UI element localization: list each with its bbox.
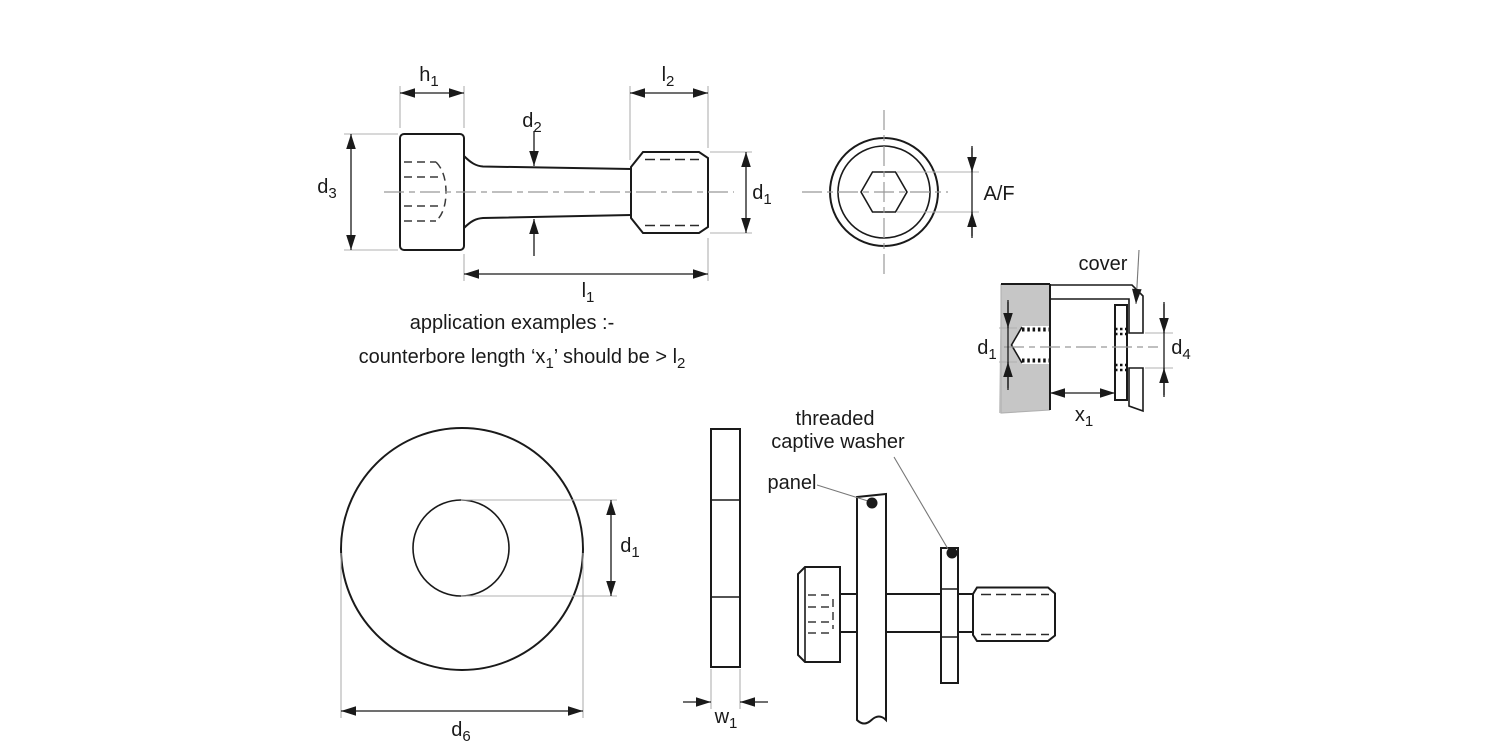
panel-section [856, 492, 887, 725]
hex-socket-outline [860, 171, 908, 213]
panel-callout-label: panel [768, 472, 817, 494]
tapped-hole-fill [1011, 326, 1050, 364]
washer-leader-line [893, 456, 949, 550]
assembled-washer-outline [940, 547, 959, 684]
cover-callout-label: cover [1079, 253, 1128, 275]
washer-side-outline [710, 428, 741, 668]
screw-side-view [384, 133, 734, 251]
shank-bottom-line [463, 214, 632, 229]
drill-point [1010, 326, 1023, 364]
l1-dimension-label: l1 [582, 280, 595, 306]
d3-dimension-label: d3 [317, 176, 336, 202]
d4-dimension-label: d4 [1171, 337, 1190, 363]
panel-leader-line [816, 484, 869, 502]
chassis-break-edge [1000, 284, 1051, 414]
d2-dimension-label: d2 [522, 110, 541, 136]
application-examples-note: application examples :- [410, 312, 615, 334]
d6-dimension-label: d6 [451, 719, 470, 745]
d1-detail-label: d1 [977, 337, 996, 363]
threaded-washer-callout-line2: captive washer [771, 431, 905, 453]
d1-dimension-label: d1 [752, 182, 771, 208]
washer-section-outline [1114, 304, 1128, 401]
w1-dimension-label: w1 [714, 706, 738, 732]
af-dimension-label: A/F [983, 183, 1014, 205]
head-end-view: A/F [802, 110, 1015, 276]
l2-dimension-label: l2 [662, 64, 675, 90]
cover-section-lower [1128, 367, 1144, 413]
threaded-washer-callout-line1: threaded [796, 408, 875, 430]
washer-side-view: w1 [683, 428, 768, 732]
x1-dimension-label: x1 [1075, 404, 1093, 430]
shank-top-line [463, 155, 632, 170]
panel-leader-dot [866, 497, 878, 509]
assembled-thread-outline [972, 586, 1056, 642]
h1-dimension-label: h1 [419, 64, 438, 90]
assembled-application-view: threaded captive washer panel [768, 408, 1056, 725]
cover-section-upper [1049, 284, 1144, 334]
threaded-end-outline [630, 151, 709, 234]
d1-washer-label: d1 [620, 535, 639, 561]
counterbore-note: counterbore length ‘x1’ should be > l2 [359, 346, 686, 372]
washer-front-view: d1 d6 [340, 427, 640, 745]
washer-leader-dot [946, 547, 958, 559]
assembled-socket-hidden-lines [808, 594, 834, 634]
screw-side-dimensions: h1 l2 d3 d2 d1 l1 [317, 64, 771, 306]
cover-application-detail: cover d1 x1 d4 [977, 249, 1191, 430]
cover-leader-line [1132, 249, 1142, 305]
washer-outer-circle [340, 427, 584, 671]
